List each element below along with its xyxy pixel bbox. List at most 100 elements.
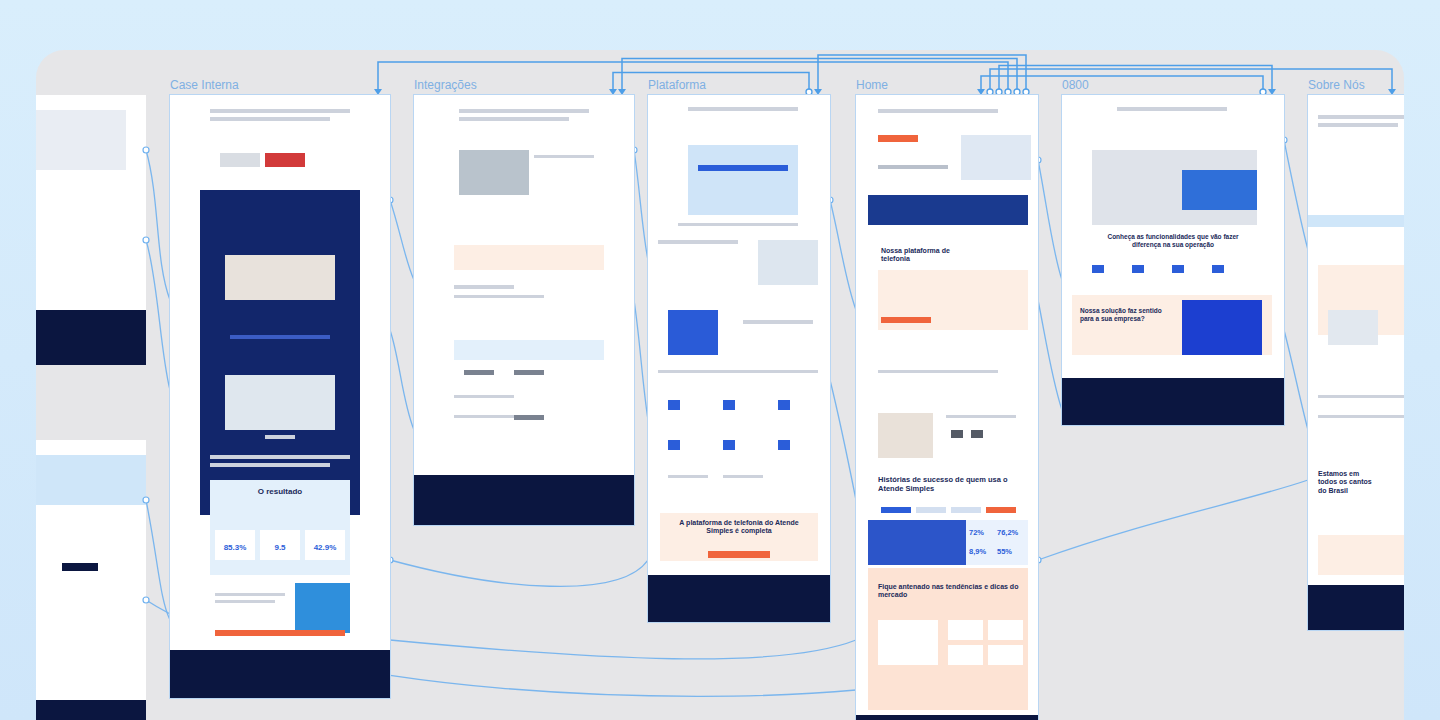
page-section <box>1062 378 1284 425</box>
page-footer <box>36 310 146 365</box>
page-section <box>723 400 735 410</box>
page-text: Fique antenado nas tendências e dicas do… <box>878 583 1028 600</box>
page-thumbnail: Nossa plataforma de telefoniaHistórias d… <box>856 95 1038 720</box>
page-text: Histórias de sucesso de quem usa o Atend… <box>878 475 1018 493</box>
page-text: Conheça as funcionalidades que vão fazer… <box>1102 233 1244 249</box>
page-frame: A plataforma de telefonia do Atende Simp… <box>648 78 830 622</box>
page-thumb <box>36 95 146 365</box>
page-section <box>951 507 981 513</box>
page-section <box>459 109 589 113</box>
page-section <box>454 340 604 360</box>
page-section <box>454 415 514 418</box>
page-section <box>225 255 335 300</box>
page-section <box>265 153 305 167</box>
page-section <box>951 430 963 438</box>
page-section <box>688 107 798 111</box>
page-section <box>708 551 770 558</box>
page-section <box>514 370 544 375</box>
page-section <box>988 645 1023 665</box>
page-section <box>961 135 1031 180</box>
page-section <box>878 370 998 373</box>
page-section <box>1212 265 1224 273</box>
page-thumbnail: O resultado85.3%9.542.9% <box>170 95 390 698</box>
page-section <box>878 413 933 458</box>
page-section <box>210 455 350 459</box>
page-section <box>1117 107 1227 111</box>
page-text: 9.5 <box>260 543 300 553</box>
page-section <box>878 109 998 113</box>
page-section <box>230 335 330 339</box>
page-thumbnail: A plataforma de telefonia do Atende Simp… <box>648 95 830 622</box>
page-section <box>743 320 813 324</box>
page-section <box>210 117 330 121</box>
page-frame: Nossa plataforma de telefoniaHistórias d… <box>856 78 1038 720</box>
page-section <box>414 475 634 525</box>
flow-connector <box>987 69 1396 95</box>
board: O resultado85.3%9.542.9%Case InternaInte… <box>36 50 1404 720</box>
page-section <box>856 715 1038 720</box>
page-section <box>215 630 345 636</box>
page-frame: Integrações <box>414 78 634 525</box>
page-text: 42.9% <box>305 543 345 553</box>
page-section <box>1092 265 1104 273</box>
page-text: 55% <box>997 547 1027 556</box>
page-section <box>881 317 931 323</box>
page-section <box>295 583 350 633</box>
page-text: Nossa solução faz sentido para a sua emp… <box>1080 307 1176 323</box>
page-section <box>881 507 911 513</box>
flow-connector <box>609 73 812 96</box>
page-section <box>215 600 275 603</box>
flow-connector <box>814 55 1029 95</box>
page-section <box>878 165 948 169</box>
frame-title: Home <box>856 78 888 92</box>
page-section <box>454 295 544 298</box>
page-section <box>1308 585 1404 630</box>
page-frame: O resultado85.3%9.542.9%Case Interna <box>170 78 390 698</box>
page-section <box>1132 265 1144 273</box>
page-image <box>36 110 126 170</box>
page-thumb <box>36 440 146 720</box>
page-section <box>678 223 798 226</box>
page-section <box>1328 310 1378 345</box>
page-section <box>688 145 798 215</box>
page-section <box>454 395 514 398</box>
page-text: Estamos em todos os cantos do Brasil <box>1318 470 1374 495</box>
page-section <box>1182 300 1262 355</box>
page-section <box>1318 395 1404 398</box>
page-frame: Estamos em todos os cantos do Brasil Sobr… <box>1308 78 1404 630</box>
page-text: O resultado <box>230 487 330 497</box>
page-section <box>1172 265 1184 273</box>
page-section <box>986 507 1016 513</box>
frame-title: 0800 <box>1062 78 1089 92</box>
page-section <box>454 285 514 289</box>
page-section <box>1318 535 1404 575</box>
page-thumbnail: Conheça as funcionalidades que vão fazer… <box>1062 95 1284 425</box>
page-section <box>878 135 918 142</box>
page-section <box>1318 115 1404 119</box>
page-section <box>170 650 390 698</box>
page-section <box>658 240 738 244</box>
page-text: 8,9% <box>969 547 995 556</box>
flow-connector <box>618 59 1020 96</box>
page-section <box>966 520 1028 565</box>
page-section <box>534 155 594 158</box>
page-footer <box>36 700 146 720</box>
page-section <box>988 620 1023 640</box>
page-section <box>668 310 718 355</box>
page-section <box>758 240 818 285</box>
page-section <box>971 430 983 438</box>
page-section <box>868 195 1028 225</box>
page-image <box>36 455 146 505</box>
page-section <box>868 520 966 565</box>
page-section <box>210 109 350 113</box>
page-section <box>778 400 790 410</box>
page-section <box>459 150 529 195</box>
page-text: 72% <box>969 528 995 537</box>
flow-connector <box>977 76 1266 95</box>
page-section <box>668 440 680 450</box>
frame-title: Sobre Nós <box>1308 78 1365 92</box>
page-text: A plataforma de telefonia do Atende Simp… <box>670 519 808 536</box>
page-section <box>648 575 830 622</box>
frame-title: Plataforma <box>648 78 706 92</box>
